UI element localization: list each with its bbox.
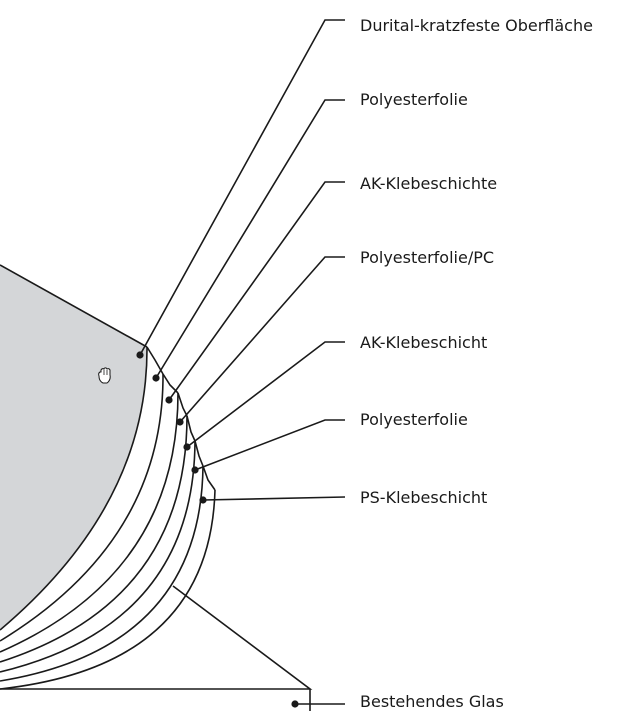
leader-line-3: [168, 181, 345, 401]
layer-step-4: [186, 415, 196, 442]
glass-shaded-region: [0, 265, 148, 630]
layer-curve-1: [0, 346, 148, 631]
layer-curve-6: [0, 465, 204, 682]
leader-line-6: [194, 419, 345, 471]
label-existing-glass: Bestehendes Glas: [360, 692, 504, 711]
base-glass-outline: [0, 585, 313, 690]
layer-curve-7: [0, 489, 216, 690]
layer-curve-3: [0, 392, 179, 653]
label-durital-surface: Durital-kratzfeste Oberfläche: [360, 16, 593, 35]
label-ak-adhesive-layer-1: AK-Klebeschichte: [360, 174, 498, 193]
label-polyester-film-2: Polyesterfolie: [360, 410, 468, 429]
layer-curve-2: [0, 373, 164, 642]
leader-line-5: [186, 341, 345, 448]
hand-grab-icon: [98, 367, 111, 384]
leader-line-7: [202, 496, 346, 501]
leader-dot-5: [183, 443, 191, 451]
layer-curve-5: [0, 440, 196, 673]
label-polyester-film-1: Polyesterfolie: [360, 90, 468, 109]
leader-dot-6: [191, 466, 199, 474]
layer-curve-4: [0, 415, 188, 663]
layer-step-3: [177, 392, 188, 417]
leader-dot-1: [136, 351, 144, 359]
leader-dot-2: [152, 374, 160, 382]
layer-step-5: [194, 440, 204, 467]
label-ps-adhesive-layer: PS-Klebeschicht: [360, 488, 488, 507]
layer-step-6: [202, 465, 216, 491]
leader-dot-8: [291, 700, 299, 708]
label-ak-adhesive-layer-2: AK-Klebeschicht: [360, 333, 488, 352]
leader-dot-3: [165, 396, 173, 404]
label-polyester-pc: Polyesterfolie/PC: [360, 248, 495, 267]
leader-line-4: [179, 256, 345, 423]
leader-line-2: [155, 99, 345, 379]
leader-line-1: [139, 19, 345, 356]
glass-top-edge: [0, 264, 148, 348]
leader-dot-4: [176, 418, 184, 426]
leader-dot-7: [199, 496, 207, 504]
